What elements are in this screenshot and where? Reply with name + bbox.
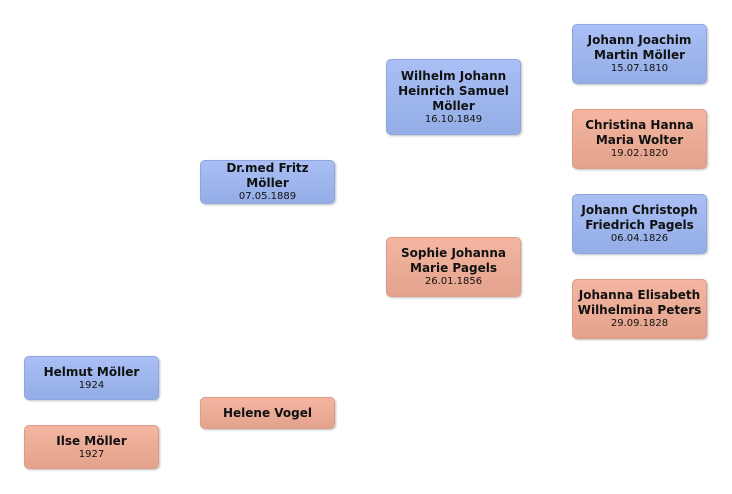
person-card-helene-vogel[interactable]: Helene Vogel [200,397,335,429]
person-card-fritz-moeller[interactable]: Dr.med Fritz Möller 07.05.1889 [200,160,335,204]
person-name: Sophie Johanna Marie Pagels [401,246,506,275]
person-card-sophie-pagels[interactable]: Sophie Johanna Marie Pagels 26.01.1856 [386,237,521,297]
person-name: Dr.med Fritz Möller [226,161,309,190]
person-card-christina-wolter[interactable]: Christina Hanna Maria Wolter 19.02.1820 [572,109,707,169]
person-name: Helmut Möller [43,364,140,379]
person-date: 07.05.1889 [238,191,297,202]
person-date: 15.07.1810 [610,63,669,74]
person-card-helmut-moeller[interactable]: Helmut Möller 1924 [24,356,159,400]
person-card-johanna-peters[interactable]: Johanna Elisabeth Wilhelmina Peters 29.0… [572,279,707,339]
person-name: Christina Hanna Maria Wolter [585,118,694,147]
person-date: 29.09.1828 [610,318,669,329]
person-date: 19.02.1820 [610,148,669,159]
person-card-johann-joachim-moeller[interactable]: Johann Joachim Martin Möller 15.07.1810 [572,24,707,84]
person-date: 26.01.1856 [424,276,483,287]
person-date: 16.10.1849 [424,113,483,125]
person-name: Wilhelm Johann Heinrich Samuel Möller [398,68,509,113]
person-card-johann-christoph-pagels[interactable]: Johann Christoph Friedrich Pagels 06.04.… [572,194,707,254]
person-name: Johann Joachim Martin Möller [587,33,692,62]
person-card-ilse-moeller[interactable]: Ilse Möller 1927 [24,425,159,469]
person-date: 1924 [78,379,105,391]
person-name: Helene Vogel [222,405,312,420]
person-name: Johanna Elisabeth Wilhelmina Peters [577,288,702,317]
person-name: Ilse Möller [56,433,127,448]
person-name: Johann Christoph Friedrich Pagels [581,203,698,232]
person-date: 06.04.1826 [610,233,669,244]
person-date: 1927 [78,448,105,460]
person-card-wilhelm-moeller[interactable]: Wilhelm Johann Heinrich Samuel Möller 16… [386,59,521,135]
